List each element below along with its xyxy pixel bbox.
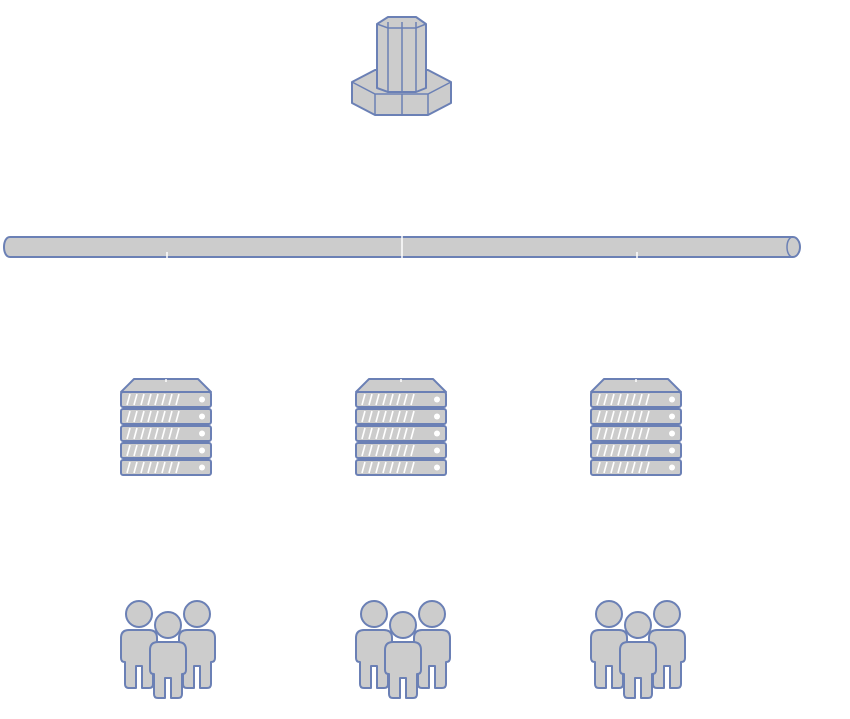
user-group-icon <box>120 600 216 699</box>
mainframe-icon <box>351 16 452 116</box>
user-group-icon <box>590 600 686 699</box>
server-rack-icon <box>120 378 212 476</box>
server-rack-icon <box>590 378 682 476</box>
user-group-icon <box>355 600 451 699</box>
server-rack-icon <box>355 378 447 476</box>
network-bus-icon <box>3 235 801 259</box>
